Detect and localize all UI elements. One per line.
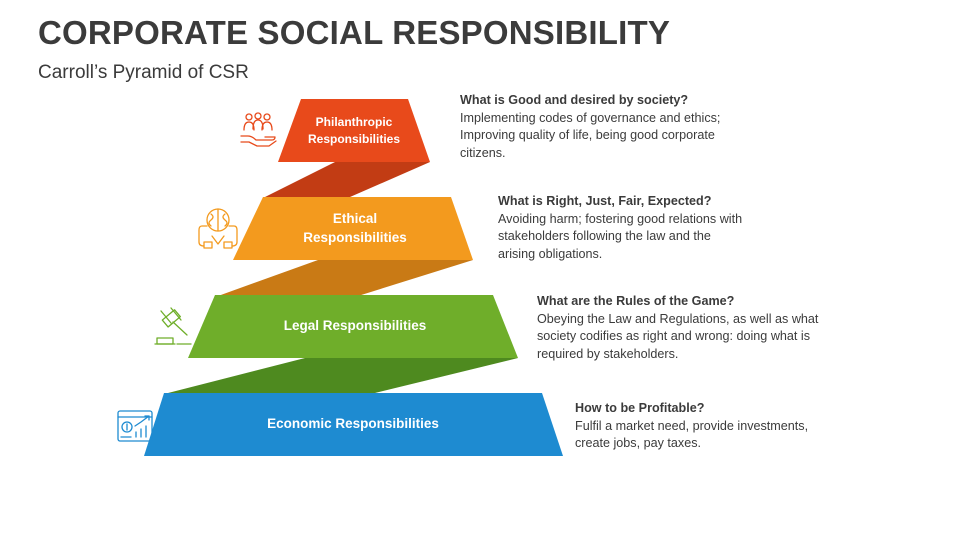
- page-title: CORPORATE SOCIAL RESPONSIBILITY: [38, 14, 671, 51]
- tier-ethical: [233, 197, 473, 260]
- finance-chart-icon: [117, 410, 153, 442]
- tier-legal: [188, 295, 518, 358]
- brain-ethics-icon: [198, 208, 238, 249]
- tier-economic-label: Economic Responsibilities: [267, 415, 439, 431]
- tier-philanthropic-answer: Implementing codes of governance and eth…: [460, 110, 721, 160]
- tier-legal-description: What are the Rules of the Game? Obeying …: [537, 293, 827, 363]
- tier-legal-answer: Obeying the Law and Regulations, as well…: [537, 311, 819, 361]
- tier-ethical-description: What is Right, Just, Fair, Expected? Avo…: [498, 193, 748, 263]
- tier-philanthropic-question: What is Good and desired by society?: [460, 93, 689, 107]
- tier-ethical-question: What is Right, Just, Fair, Expected?: [498, 194, 712, 208]
- charity-hands-icon: [240, 112, 277, 147]
- tier-philanthropic-label: Philanthropic Responsibilities: [307, 115, 401, 146]
- tier-legal-label: Legal Responsibilities: [283, 317, 427, 333]
- tier-economic: [144, 393, 563, 456]
- tier-philanthropic: [278, 99, 430, 162]
- gavel-icon: [154, 307, 192, 345]
- connector-philanthropic-ethical: [265, 162, 430, 197]
- tier-ethical-label: Ethical Responsibilities: [303, 211, 407, 245]
- tier-legal-question: What are the Rules of the Game?: [537, 294, 735, 308]
- connector-legal-economic: [168, 358, 518, 393]
- connector-ethical-legal: [218, 260, 473, 296]
- tier-economic-question: How to be Profitable?: [575, 401, 705, 415]
- page-subtitle: Carroll’s Pyramid of CSR: [38, 62, 249, 83]
- tier-economic-description: How to be Profitable? Fulfil a market ne…: [575, 400, 835, 453]
- tier-ethical-answer: Avoiding harm; fostering good relations …: [498, 211, 743, 261]
- tier-philanthropic-description: What is Good and desired by society? Imp…: [460, 92, 750, 162]
- tier-economic-answer: Fulfil a market need, provide investment…: [575, 418, 809, 451]
